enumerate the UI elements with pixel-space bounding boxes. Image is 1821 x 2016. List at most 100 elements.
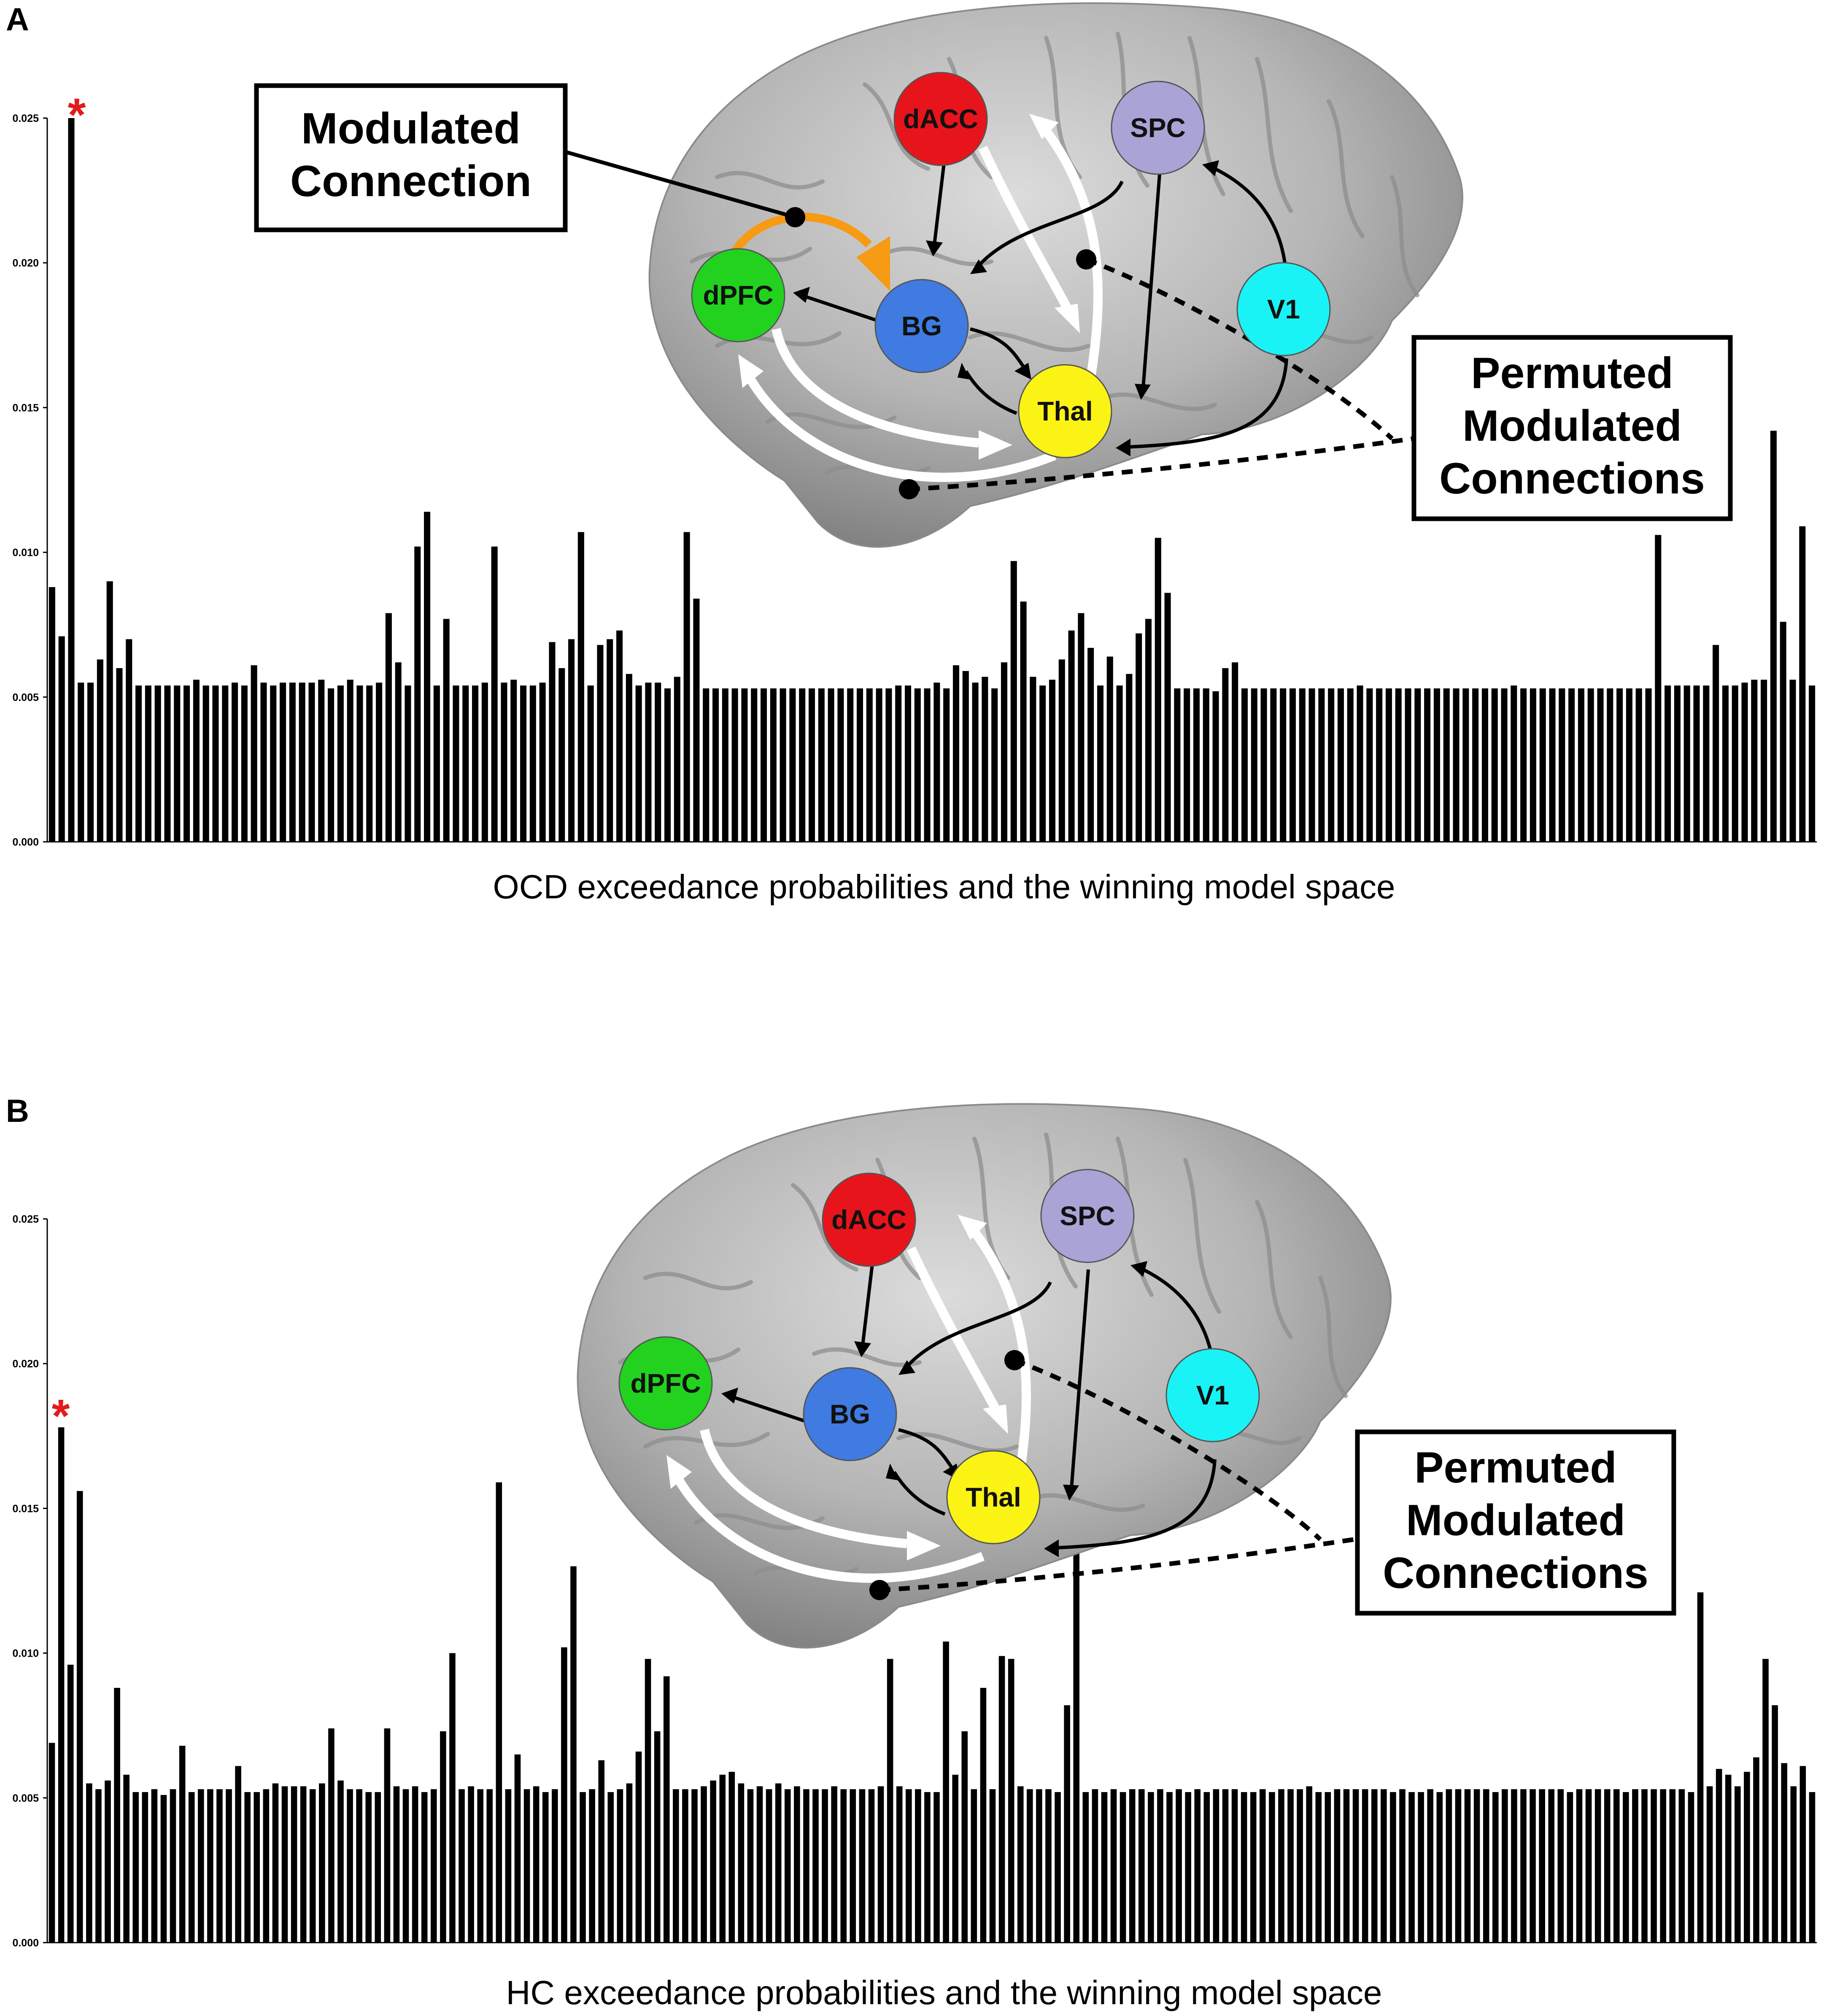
svg-text:Connections: Connections	[1439, 454, 1705, 503]
node-spc: SPC	[1111, 81, 1205, 175]
panel-label: B	[6, 1093, 29, 1129]
bar	[1318, 688, 1325, 842]
bar	[1280, 688, 1287, 842]
bar	[1399, 1789, 1406, 1943]
bar	[712, 688, 719, 842]
bar	[1732, 685, 1738, 842]
significance-star: *	[52, 1390, 70, 1442]
bar	[1106, 656, 1113, 842]
bar	[728, 1772, 735, 1943]
bar	[645, 1659, 651, 1943]
bar	[549, 642, 556, 842]
bar	[1481, 688, 1488, 842]
bar	[1578, 688, 1584, 842]
bar	[626, 1783, 633, 1943]
bar	[770, 688, 777, 842]
bar	[552, 1789, 558, 1943]
bar	[402, 1789, 409, 1943]
bar	[1045, 1789, 1052, 1943]
bar	[1669, 1789, 1676, 1943]
bar	[1306, 1786, 1312, 1943]
bar	[896, 1786, 903, 1943]
bar	[154, 685, 161, 842]
bar	[1770, 431, 1777, 842]
network-nodes: dACC SPC dPFC BG V1 Thal	[691, 72, 1331, 458]
bar	[701, 1786, 707, 1943]
bar	[160, 1795, 167, 1943]
bar	[1443, 688, 1450, 842]
bar	[1660, 1789, 1666, 1943]
bar	[1809, 685, 1816, 842]
node-bg: BG	[803, 1367, 897, 1461]
bar	[1203, 688, 1209, 842]
bar	[775, 1783, 782, 1943]
bar	[1594, 1789, 1601, 1943]
bar	[570, 1566, 577, 1943]
bar	[1101, 1792, 1108, 1943]
bar	[1641, 1789, 1648, 1943]
bar	[235, 1766, 241, 1943]
bar	[1185, 1792, 1191, 1943]
bar	[558, 668, 565, 842]
permuted-connections-box: Permuted Modulated Connections	[1355, 1429, 1676, 1616]
bar	[58, 636, 65, 842]
bar	[1222, 1789, 1229, 1943]
bar	[207, 1789, 213, 1943]
bar	[1203, 1792, 1210, 1943]
bar	[1655, 535, 1662, 842]
bar	[539, 682, 546, 842]
bar	[1607, 688, 1613, 842]
node-thal: Thal	[1018, 364, 1112, 458]
bar	[1010, 561, 1017, 842]
bar	[1645, 688, 1652, 842]
bar	[616, 630, 623, 842]
bar	[385, 613, 392, 842]
bar	[520, 685, 527, 842]
bar	[952, 665, 960, 842]
node-spc: SPC	[1040, 1169, 1135, 1263]
bar	[1433, 688, 1440, 842]
y-tick-label: 0.010	[12, 547, 39, 559]
bar	[1129, 1789, 1136, 1943]
node-v1: V1	[1236, 262, 1331, 356]
bar	[789, 688, 796, 842]
bar	[1651, 1789, 1657, 1943]
y-tick-label: 0.020	[12, 1358, 39, 1370]
bar	[1287, 1789, 1294, 1943]
bar	[1155, 538, 1161, 842]
bar	[309, 1789, 316, 1943]
bar	[1539, 688, 1546, 842]
bar	[1626, 688, 1632, 842]
bar	[682, 1789, 688, 1943]
bar	[1362, 1789, 1368, 1943]
bar	[376, 682, 383, 842]
bar	[347, 679, 353, 842]
bar	[1251, 688, 1257, 842]
bar	[1703, 685, 1710, 842]
bar	[799, 688, 806, 842]
bar	[1809, 1792, 1816, 1943]
network-nodes: dACC SPC dPFC BG V1 Thal	[618, 1169, 1260, 1544]
bar	[142, 1792, 148, 1943]
y-tick-label: 0.000	[12, 1937, 39, 1949]
bar	[193, 679, 200, 842]
bar	[1097, 685, 1104, 842]
bar	[170, 1789, 176, 1943]
bar	[87, 682, 94, 842]
bar	[885, 688, 892, 842]
bar	[1073, 1549, 1080, 1943]
bar	[998, 1656, 1005, 1943]
bar	[1068, 630, 1075, 842]
bar	[212, 685, 219, 842]
bar	[1008, 1659, 1014, 1943]
bar	[542, 1792, 549, 1943]
bar	[1260, 688, 1267, 842]
bar	[1030, 676, 1036, 842]
bar	[710, 1780, 716, 1943]
bar	[1110, 1789, 1117, 1943]
bar	[1092, 1789, 1098, 1943]
bar	[97, 659, 103, 842]
bar	[1120, 1792, 1126, 1943]
